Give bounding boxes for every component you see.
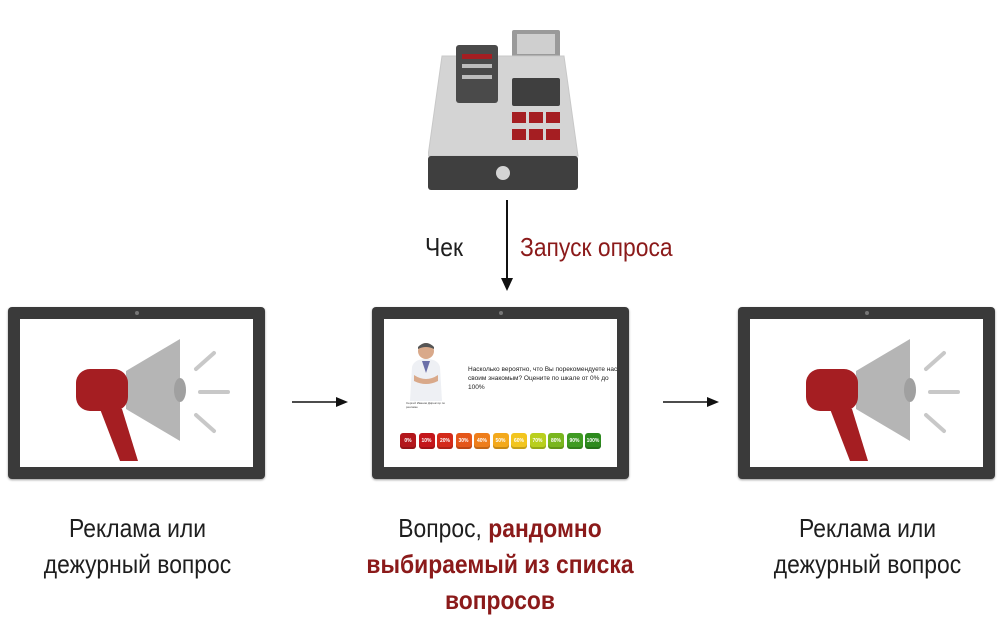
megaphone-icon: [806, 339, 960, 461]
left-caption-line1: Реклама или: [68, 513, 207, 543]
rating-option[interactable]: 70%: [529, 433, 546, 449]
center-caption: Вопрос, рандомно выбираемый из списка во…: [359, 510, 641, 618]
left-tablet: [8, 307, 265, 479]
right-screen: [750, 319, 983, 467]
right-arrow-1: [292, 397, 348, 407]
rating-option[interactable]: 90%: [566, 433, 583, 449]
right-caption: Реклама или дежурный вопрос: [747, 510, 989, 582]
camera-dot: [498, 311, 503, 315]
rating-scale: 0%10%20%30%40%50%60%70%80%90%100%: [400, 433, 601, 449]
center-tablet: Сергей Иванов Директор по рекламе Наскол…: [372, 307, 629, 479]
rating-option[interactable]: 20%: [437, 433, 453, 449]
rating-option[interactable]: 40%: [474, 433, 490, 449]
left-screen: [20, 319, 253, 467]
right-caption-line2: дежурный вопрос: [773, 549, 962, 579]
center-caption-line1: Вопрос, рандомно: [359, 510, 641, 546]
camera-dot: [134, 311, 139, 315]
person-caption: Сергей Иванов Директор по рекламе: [406, 401, 446, 409]
megaphone-icon: [76, 339, 230, 461]
right-tablet: [738, 307, 995, 479]
survey-question: Насколько вероятно, что Вы порекомендует…: [468, 366, 618, 391]
down-arrow: [501, 200, 513, 291]
rating-option[interactable]: 50%: [492, 433, 509, 449]
camera-dot: [864, 311, 869, 315]
center-caption-line2: выбираемый из списка: [366, 549, 634, 579]
center-caption-plain: Вопрос,: [398, 513, 489, 543]
rating-option[interactable]: 30%: [455, 433, 472, 449]
rating-option[interactable]: 0%: [400, 433, 416, 449]
survey-screen: Сергей Иванов Директор по рекламе Наскол…: [384, 319, 617, 467]
right-arrow-2: [663, 397, 719, 407]
left-caption: Реклама или дежурный вопрос: [17, 510, 259, 582]
cash-register-icon: [428, 30, 579, 190]
check-label: Чек: [425, 232, 463, 262]
right-caption-line1: Реклама или: [798, 513, 937, 543]
center-caption-line3: вопросов: [445, 585, 555, 615]
rating-option[interactable]: 100%: [585, 433, 601, 449]
rating-option[interactable]: 10%: [418, 433, 435, 449]
left-caption-line2: дежурный вопрос: [43, 549, 232, 579]
center-caption-accent1: рандомно: [488, 513, 602, 543]
rating-option[interactable]: 60%: [511, 433, 527, 449]
rating-option[interactable]: 80%: [548, 433, 564, 449]
person-photo: [410, 343, 442, 401]
launch-survey-label: Запуск опроса: [520, 232, 673, 262]
